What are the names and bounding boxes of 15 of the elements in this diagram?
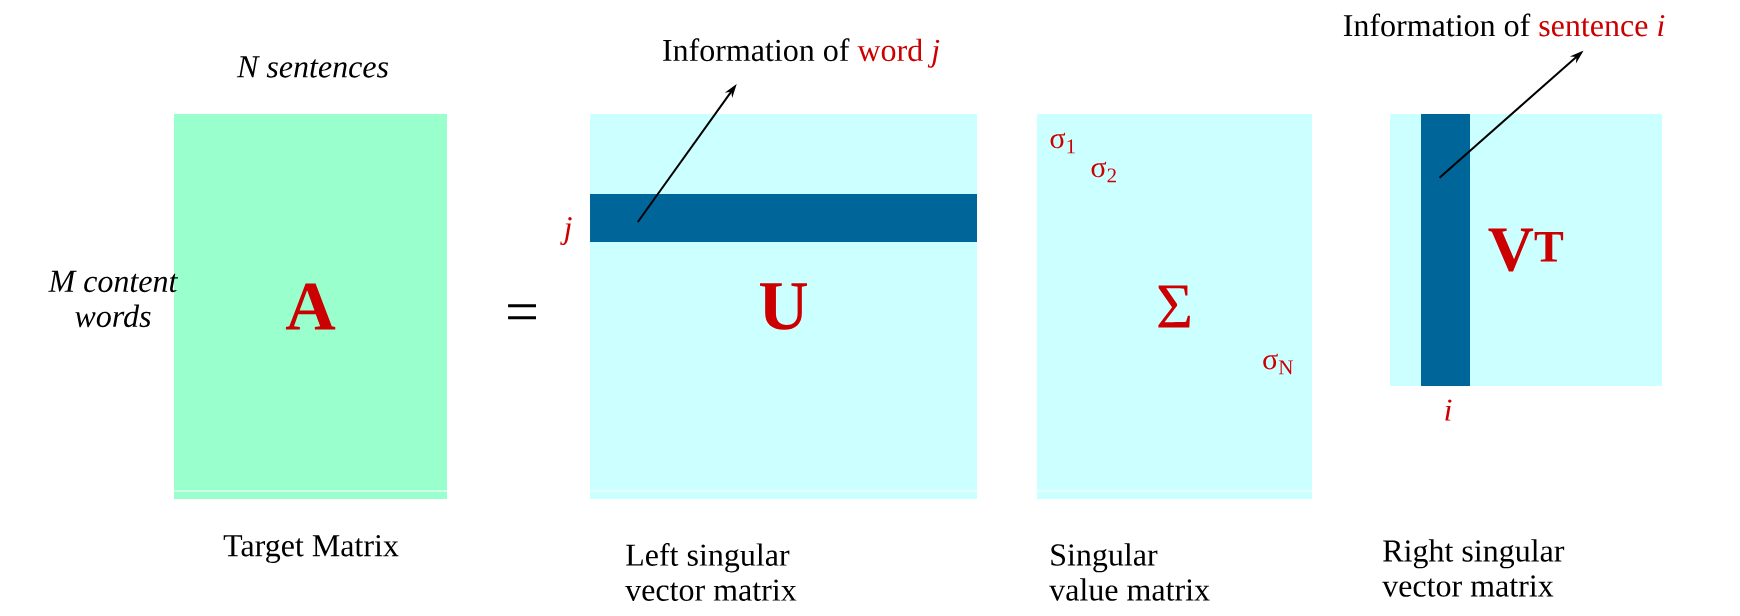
callout-text: Information of sentence i [1343,13,1665,37]
index-label: i [1445,399,1452,421]
matrix-caption: Target Matrix [223,534,399,564]
matrix-caption: Right singular vector matrix [1382,539,1565,597]
highlighted-band [590,194,977,242]
matrix-caption: Left singular vector matrix [625,543,797,601]
equals-sign: = [508,304,536,320]
axis-label: N sentences [236,56,389,78]
index-label: j [560,217,572,245]
matrix-entry: σ$_{2}$ [1091,161,1116,183]
callout-text: Information of wordj [663,38,940,68]
highlighted-band [1421,114,1470,386]
matrix-entry: σ$_{N}$ [1263,353,1293,375]
matrix-caption: Singular value matrix [1049,543,1210,601]
matrix-entry: σ$_{1}$ [1050,132,1075,154]
